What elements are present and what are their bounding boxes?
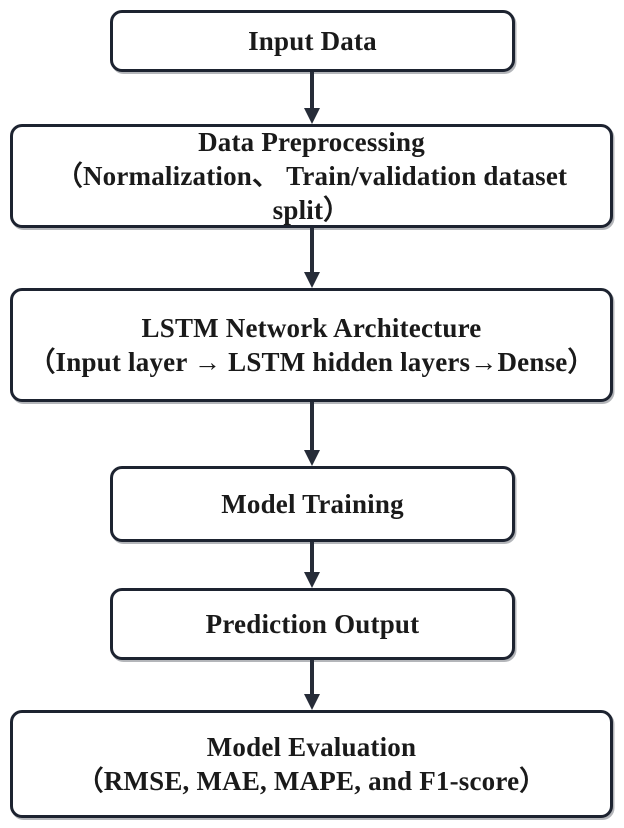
arrow-head-icon [304,272,320,288]
node-model-training-label: Model Training [221,488,404,519]
node-model-evaluation-label: Model Evaluation （RMSE, MAE, MAPE, and F… [76,731,547,796]
arrow-head-icon [304,450,320,466]
arrow-head-icon [304,694,320,710]
arrow-model-training-to-prediction-output [304,542,320,588]
node-data-preprocessing-label: Data Preprocessing （Normalization、 Train… [55,126,568,226]
node-model-evaluation: Model Evaluation （RMSE, MAE, MAPE, and F… [10,710,613,818]
node-input-data-label: Input Data [248,25,377,56]
arrow-prediction-output-to-model-evaluation [304,660,320,710]
node-prediction-output: Prediction Output [110,588,515,660]
arrow-data-preprocessing-to-lstm-network-architecture [304,228,320,288]
node-data-preprocessing: Data Preprocessing （Normalization、 Train… [10,124,613,228]
arrow-lstm-network-architecture-to-model-training [304,402,320,466]
node-input-data: Input Data [110,10,515,72]
arrow-stem [310,660,314,694]
node-prediction-output-label: Prediction Output [205,608,420,639]
arrow-stem [310,228,314,272]
arrow-head-icon [304,572,320,588]
arrow-stem [310,542,314,572]
arrow-input-data-to-data-preprocessing [304,72,320,124]
arrow-head-icon [304,108,320,124]
node-lstm-network-architecture-label: LSTM Network Architecture （Input layer →… [28,312,595,377]
arrow-stem [310,402,314,450]
arrow-stem [310,72,314,108]
node-model-training: Model Training [110,466,515,542]
node-lstm-network-architecture: LSTM Network Architecture （Input layer →… [10,288,613,402]
